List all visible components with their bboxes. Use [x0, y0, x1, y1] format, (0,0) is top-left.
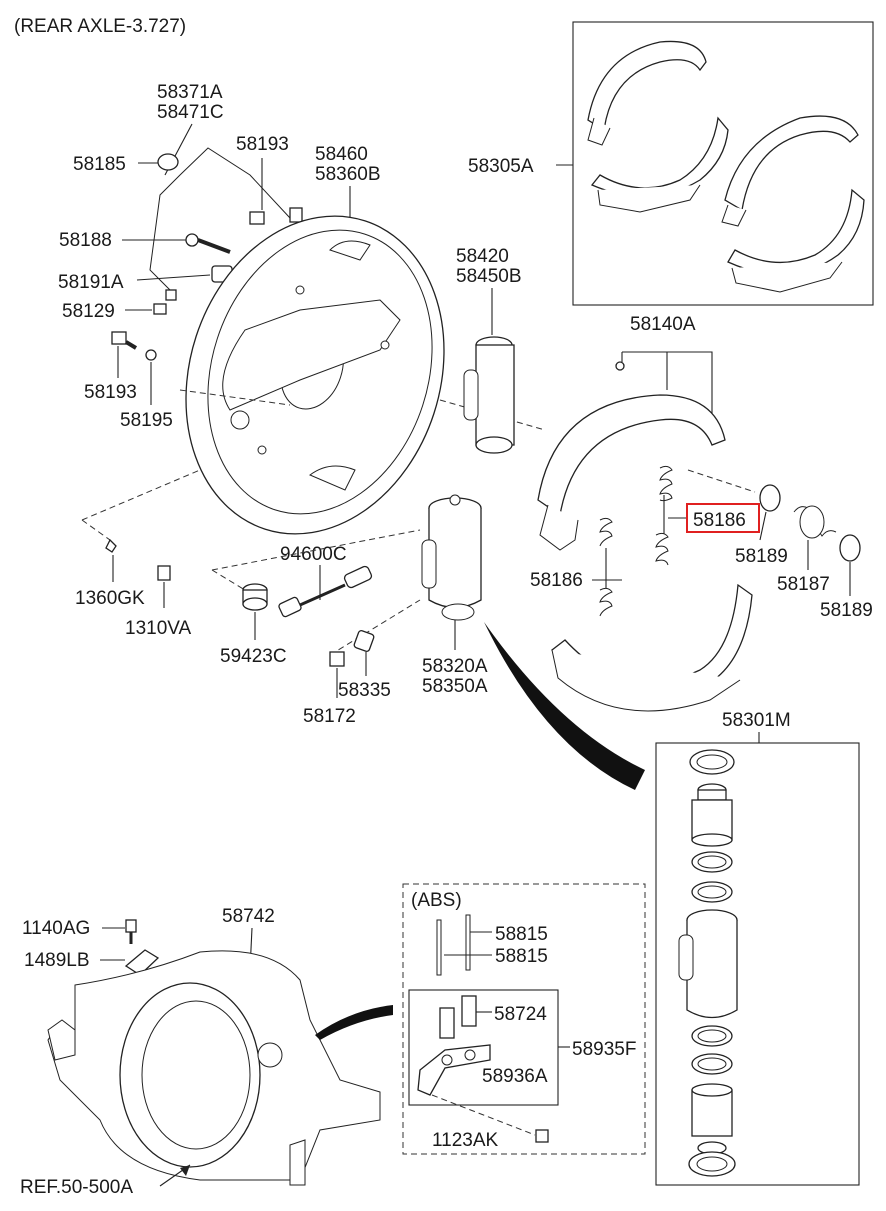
bolt-1123AK	[535, 1129, 549, 1143]
return-spring-58186-b	[599, 517, 613, 617]
label-1360GK: 1360GK	[75, 588, 145, 609]
abs-box	[402, 883, 646, 1155]
label-58129: 58129	[62, 301, 115, 322]
label-58320A: 58320A	[422, 656, 488, 677]
label-abs: (ABS)	[411, 890, 462, 911]
return-spring-58186-a	[655, 465, 673, 566]
clip-1489LB	[124, 949, 160, 976]
brake-shoe-kit-box	[572, 21, 874, 306]
brake-tube	[149, 147, 291, 293]
nut-1310VA	[157, 565, 171, 581]
bleeder-screw-94600C	[278, 565, 373, 618]
bracket-58936A	[417, 1044, 491, 1096]
label-1140AG: 1140AG	[22, 918, 90, 939]
washer-58189-a	[759, 484, 781, 512]
fitting-top	[289, 207, 303, 223]
repair-kit-parts	[678, 749, 738, 1177]
label-58471C: 58471C	[157, 102, 224, 123]
label-58724: 58724	[494, 1004, 547, 1025]
label-58420: 58420	[456, 246, 509, 267]
highlight-box-58186	[686, 503, 760, 533]
label-58350A: 58350A	[422, 676, 488, 697]
label-94600C: 94600C	[280, 544, 347, 565]
label-58172: 58172	[303, 706, 356, 727]
label-58195: 58195	[120, 410, 173, 431]
fitting-upper	[165, 289, 177, 301]
label-58815-b: 58815	[495, 946, 548, 967]
label-58305A: 58305A	[468, 156, 534, 177]
brake-shoe-kit-illustration	[587, 40, 865, 293]
spacer-58724	[439, 995, 477, 1039]
label-1310VA: 1310VA	[125, 618, 192, 639]
label-58191A: 58191A	[58, 272, 124, 293]
sleeve-58335	[353, 630, 375, 652]
arrow-to-kit	[484, 622, 645, 790]
label-58189-b: 58189	[820, 600, 873, 621]
bolt-1140AG	[125, 919, 137, 944]
fitting-58172	[329, 651, 345, 667]
nut-1360GK	[105, 538, 117, 553]
label-58189-a: 58189	[735, 546, 788, 567]
diagram-title: (REAR AXLE-3.727)	[14, 16, 186, 37]
spring-58187	[793, 505, 837, 539]
label-58187: 58187	[777, 574, 830, 595]
label-58371A: 58371A	[157, 82, 223, 103]
label-58450B: 58450B	[456, 266, 522, 287]
label-1489LB: 1489LB	[24, 950, 90, 971]
arrow-to-abs	[315, 1005, 393, 1040]
label-58186: 58186	[530, 570, 583, 591]
label-1123AK: 1123AK	[432, 1130, 499, 1151]
bolt-58193-top	[249, 211, 265, 225]
bolt-58188	[185, 233, 231, 254]
label-58335: 58335	[338, 680, 391, 701]
repair-kit-box-58301M	[655, 742, 860, 1186]
label-58935F: 58935F	[572, 1039, 636, 1060]
sensor-pins-58815	[436, 914, 471, 976]
label-58742: 58742	[222, 906, 275, 927]
label-58936A: 58936A	[482, 1066, 548, 1087]
label-58140A: 58140A	[630, 314, 696, 335]
label-58185: 58185	[73, 154, 126, 175]
label-58360B: 58360B	[315, 164, 381, 185]
washer-58189-b	[839, 534, 861, 562]
bolt-58193-bottom	[111, 331, 138, 350]
wheel-cylinder-58320A	[421, 494, 482, 621]
wheel-cylinder-58420	[463, 336, 515, 454]
backing-plate-58460	[185, 215, 445, 535]
brake-shoe-upper	[537, 394, 726, 551]
label-58301M: 58301M	[722, 710, 791, 731]
label-59423C: 59423C	[220, 646, 287, 667]
cap-59423C	[242, 583, 268, 611]
brake-shoe-lower	[551, 583, 753, 712]
label-58188: 58188	[59, 230, 112, 251]
washer-58195	[145, 349, 157, 361]
fitting-58129	[153, 303, 167, 315]
pin-58140A	[615, 361, 625, 371]
grommet-58185	[157, 153, 179, 171]
label-58815-a: 58815	[495, 924, 548, 945]
label-58193-bottom: 58193	[84, 382, 137, 403]
label-58193-top: 58193	[236, 134, 289, 155]
label-ref: REF.50-500A	[20, 1177, 133, 1198]
label-58460: 58460	[315, 144, 368, 165]
axle-housing	[47, 950, 381, 1186]
label-58186-highlighted: 58186	[693, 510, 746, 531]
